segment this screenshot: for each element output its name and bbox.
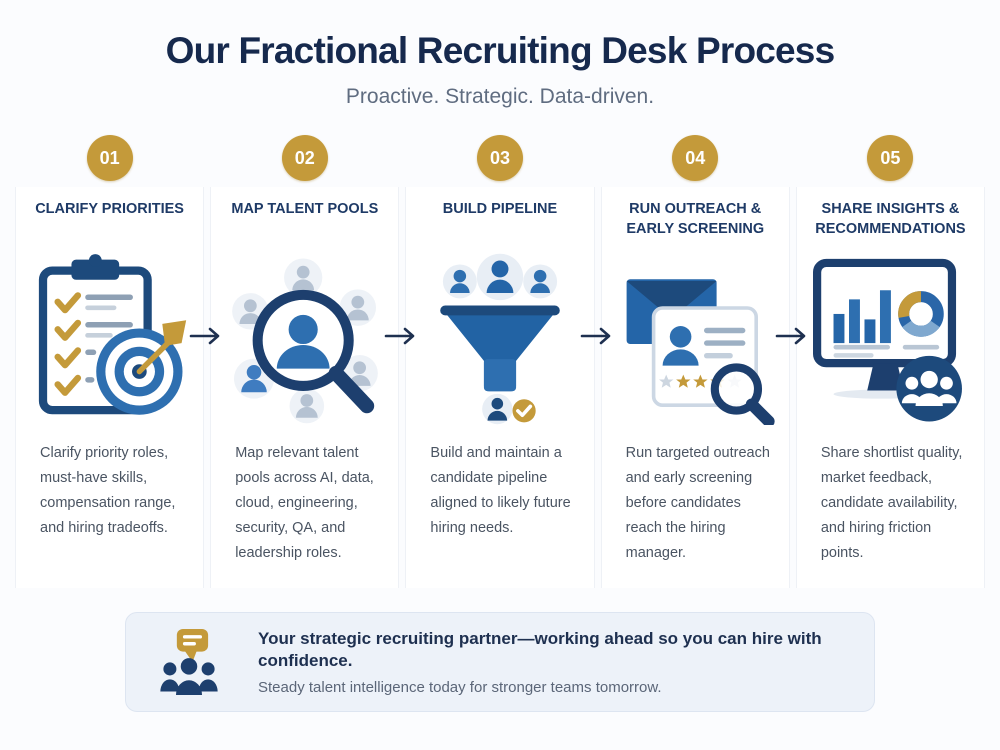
arrow-right-icon [189,325,225,352]
envelope-screening-card-icon [602,241,789,437]
partner-callout: Your strategic recruiting partner—workin… [125,611,875,712]
step-column-clarify-priorities: 01 CLARIFY PRIORITIES [12,135,207,588]
step-card: SHARE INSIGHTS & RECOMMENDATIONS [795,187,986,588]
step-title: CLARIFY PRIORITIES [35,201,184,217]
arrow-right-icon [384,325,420,352]
step-description: Map relevant talent pools across AI, dat… [235,445,374,561]
callout-headline: Your strategic recruiting partner—workin… [258,628,822,670]
page-title: Our Fractional Recruiting Desk Process [165,30,836,71]
dashboard-team-insights-icon [797,241,984,437]
step-title: MAP TALENT POOLS [231,201,379,217]
step-number-badge: 05 [867,135,914,181]
team-speech-bubble-icon [156,627,222,697]
step-number-badge: 03 [477,135,523,181]
step-description: Run targeted outreach and early screenin… [625,445,770,561]
page-subtitle: Proactive. Strategic. Data-driven. [345,85,655,108]
funnel-candidates-icon [406,241,593,437]
step-column-map-talent-pools: 02 MAP TALENT POOLS [207,135,402,588]
arrow-right-icon [580,325,616,352]
step-title: BUILD PIPELINE [442,201,558,217]
step-column-build-pipeline: 03 BUILD PIPELINE [402,135,597,588]
callout-subtext: Steady talent intelligence today for str… [258,678,662,696]
step-title: RUN OUTREACH & EARLY SCREENING [626,201,765,238]
steps-row: 01 CLARIFY PRIORITIES [12,135,988,588]
step-card: MAP TALENT POOLS [210,187,400,588]
callout-text: Your strategic recruiting partner—workin… [258,628,844,696]
step-card: BUILD PIPELINE [405,187,595,588]
step-card: CLARIFY PRIORITIES [15,187,205,588]
step-number-badge: 01 [86,135,133,181]
clipboard-checklist-target-icon [16,241,203,437]
step-column-share-insights: 05 SHARE INSIGHTS & RECOMMENDATIONS [793,135,988,588]
arrow-right-icon [775,325,811,352]
step-description: Share shortlist quality, market feedback… [820,445,963,561]
step-card: RUN OUTREACH & EARLY SCREENING Run targe… [600,187,790,588]
step-column-run-outreach: 04 [598,135,793,588]
magnifier-people-icon [211,241,398,437]
step-number-badge: 04 [672,135,719,181]
process-infographic: Our Fractional Recruiting Desk Process P… [12,30,988,712]
step-number-badge: 02 [281,135,328,181]
step-description: Clarify priority roles, must-have skills… [40,445,176,536]
step-title: SHARE INSIGHTS & RECOMMENDATIONS [815,201,966,238]
step-description: Build and maintain a candidate pipeline … [430,445,571,536]
